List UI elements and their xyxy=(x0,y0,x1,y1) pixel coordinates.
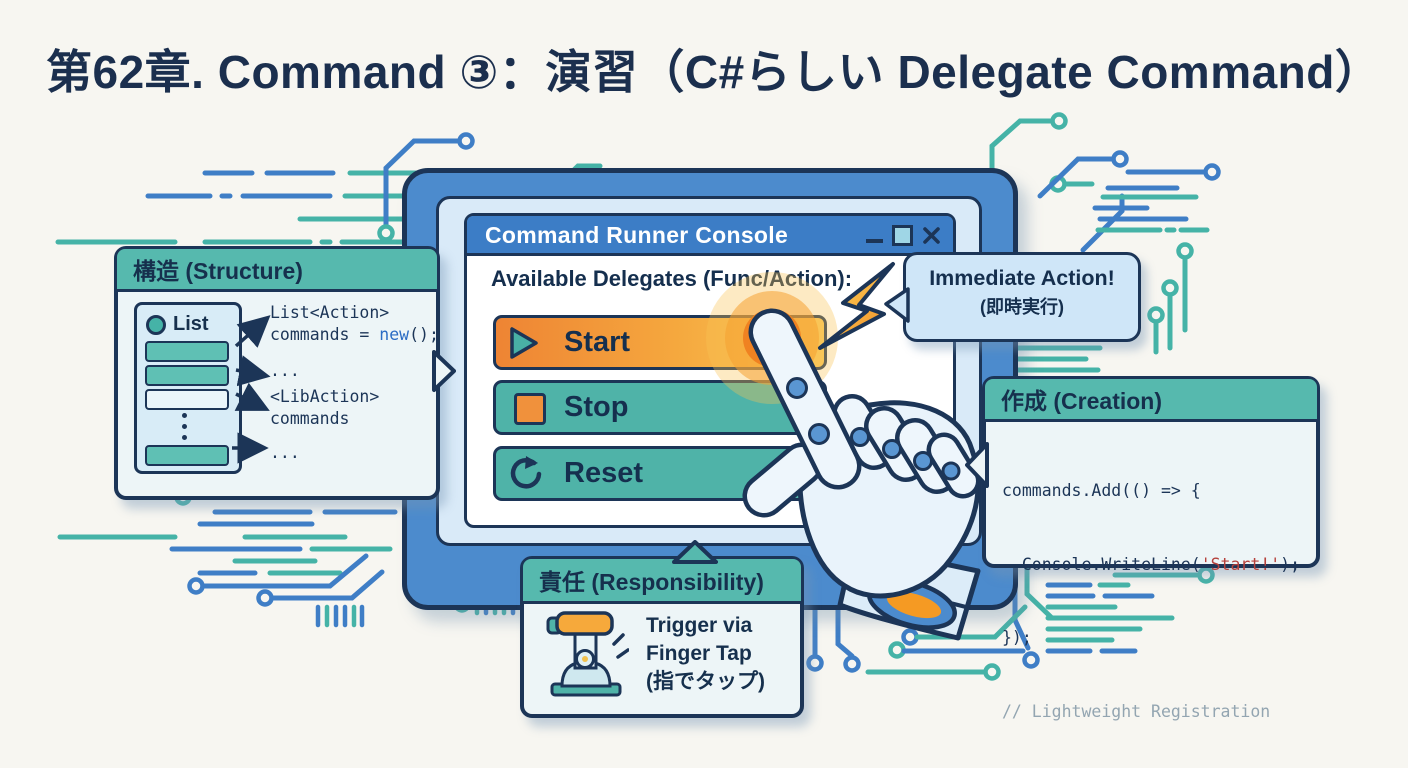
delegates-heading: Available Delegates (Func/Action): xyxy=(491,266,853,291)
list-box: List xyxy=(134,302,242,474)
console-window: Command Runner Console Available Delegat… xyxy=(464,213,956,528)
creation-panel-title: 作成 (Creation) xyxy=(985,379,1317,422)
list-slot xyxy=(145,365,229,386)
responsibility-panel: 責任 (Responsibility) Trigger via Finger T… xyxy=(520,540,804,718)
creation-code-comment: // Lightweight Registration xyxy=(1002,701,1271,721)
start-button-label: Start xyxy=(564,326,631,358)
start-button[interactable]: Start xyxy=(493,315,827,370)
page-title: 第62章. Command ③：演習（C#らしい Delegate Comman… xyxy=(46,46,1382,98)
structure-code-line3: ... xyxy=(270,361,300,380)
responsibility-text: Trigger via Finger Tap (指でタップ) xyxy=(646,612,765,696)
structure-code-line6: ... xyxy=(270,443,300,462)
creation-code-line1: commands.Add(() => { xyxy=(1002,481,1201,500)
structure-code-line4: <LibAction> xyxy=(270,387,380,406)
structure-code-line1: List<Action> xyxy=(270,303,390,322)
structure-arrows xyxy=(232,315,271,464)
creation-panel-pointer xyxy=(965,442,989,488)
structure-panel-pointer xyxy=(432,350,456,392)
window-controls xyxy=(866,224,941,246)
creation-code-line2: Console.WriteLine('Start!'); xyxy=(1002,554,1301,574)
structure-code-line5: commands xyxy=(270,409,350,428)
stop-button-label: Stop xyxy=(564,391,629,423)
string-literal: 'Start!' xyxy=(1200,554,1281,574)
bubble-line2: (即時実行) xyxy=(980,297,1064,317)
reset-button[interactable]: Reset xyxy=(493,446,827,501)
trigger-press-icon xyxy=(546,611,629,697)
minimize-icon[interactable] xyxy=(866,239,883,243)
window-title-bar[interactable]: Command Runner Console xyxy=(467,216,953,256)
maximize-icon[interactable] xyxy=(892,224,913,246)
responsibility-line3: (指でタップ) xyxy=(646,670,765,693)
list-slot xyxy=(145,445,229,466)
list-ellipsis-dots xyxy=(182,413,187,440)
stop-icon xyxy=(506,388,550,428)
responsibility-panel-pointer xyxy=(672,540,718,564)
reset-icon xyxy=(506,454,550,494)
immediate-action-bubble: Immediate Action! (即時実行) xyxy=(884,252,1141,342)
list-header: List xyxy=(146,313,209,336)
responsibility-line1: Trigger via xyxy=(646,614,753,637)
keyword-new: new xyxy=(379,325,410,344)
responsibility-line2: Finger Tap xyxy=(646,642,752,665)
reset-button-label: Reset xyxy=(564,457,643,489)
structure-panel-title: 構造 (Structure) xyxy=(117,249,437,292)
list-label: List xyxy=(173,313,209,335)
bubble-tail xyxy=(884,287,910,323)
structure-code-line2: commands = new(); xyxy=(270,325,439,344)
list-slot xyxy=(145,389,229,410)
creation-panel: 作成 (Creation) commands.Add(() => { Conso… xyxy=(965,376,1320,721)
stop-button[interactable]: Stop xyxy=(493,380,827,435)
close-icon[interactable] xyxy=(922,226,941,245)
structure-panel: 構造 (Structure) List xyxy=(114,246,456,500)
play-icon xyxy=(506,323,550,363)
creation-code-line3: }); xyxy=(1002,628,1032,647)
bubble-line1: Immediate Action! xyxy=(929,266,1115,290)
window-title: Command Runner Console xyxy=(485,222,789,248)
list-bullet-icon xyxy=(146,314,166,335)
list-slot xyxy=(145,341,229,362)
responsibility-panel-title: 責任 (Responsibility) xyxy=(523,559,801,604)
